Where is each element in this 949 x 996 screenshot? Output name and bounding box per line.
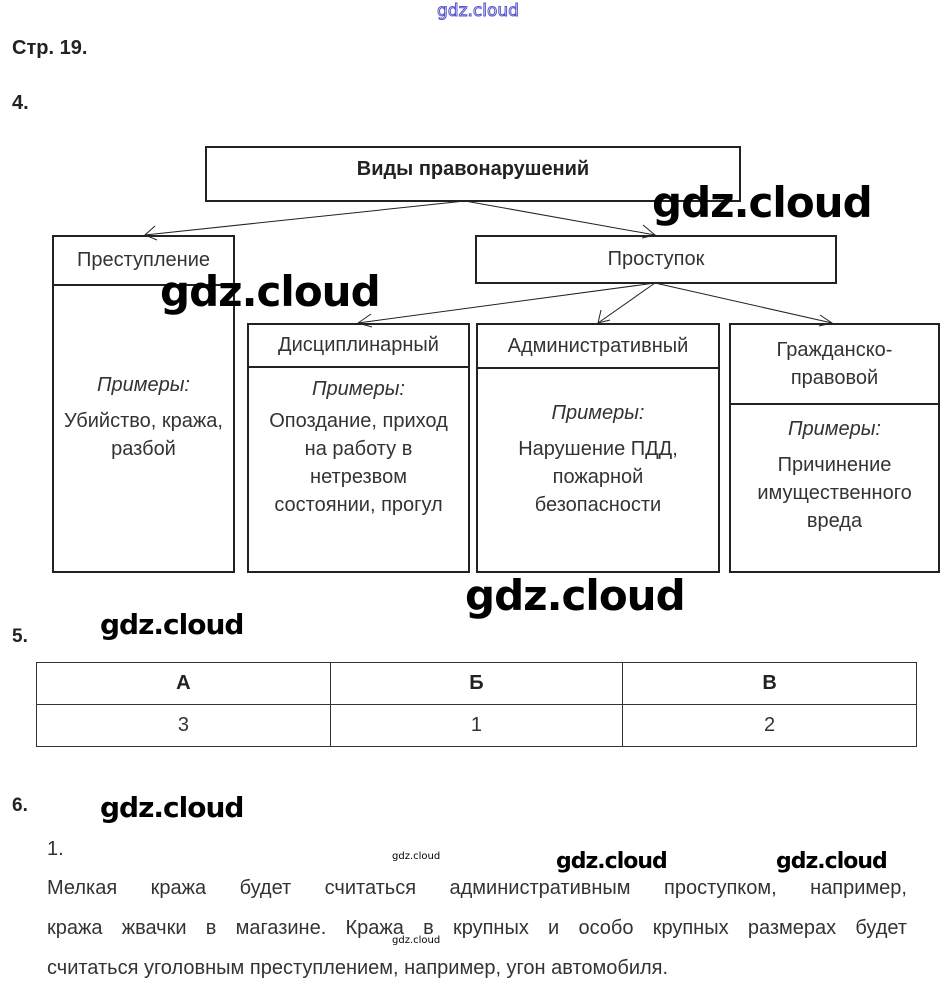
disciplinary-box: Дисциплинарный Примеры: Опоздание, прихо…	[247, 323, 470, 573]
watermark: gdz.cloud	[556, 849, 668, 874]
crime-title: Преступление	[77, 249, 210, 271]
watermark: gdz.cloud	[652, 178, 873, 227]
task-5-number: 5.	[12, 626, 28, 647]
examples-label: Примеры:	[312, 378, 405, 400]
offense-box: Проступок	[475, 235, 837, 284]
answer-line: считаться уголовным преступлением, напри…	[47, 957, 669, 979]
examples-label: Примеры:	[97, 374, 190, 396]
table-header-row: А Б В	[36, 662, 917, 705]
table-row: 3 1 2	[36, 704, 917, 747]
civil-box: Гражданско-правовой Примеры: Причинение …	[729, 323, 940, 573]
divider	[249, 366, 468, 368]
answer-table: А Б В 3 1 2	[36, 662, 917, 747]
examples-text: Опоздание, приход на работу в нетрезвом …	[269, 410, 448, 516]
civil-examples: Примеры: Причинение имущественного вреда	[731, 415, 938, 535]
civil-title: Гражданско-правовой	[776, 339, 893, 389]
table-cell: 1	[329, 704, 624, 747]
arrow-offense-to-disciplinary	[356, 282, 656, 328]
table-cell: 2	[622, 704, 917, 747]
examples-text: Причинение имущественного вреда	[757, 454, 912, 532]
administrative-title: Административный	[507, 334, 689, 357]
disciplinary-examples: Примеры: Опоздание, приход на работу в н…	[249, 375, 468, 519]
divider	[731, 403, 938, 405]
answer-line: кража жвачки в магазине. Кража в крупных…	[47, 917, 907, 939]
crime-box: Преступление Примеры: Убийство, кража, р…	[52, 235, 235, 573]
table-header-cell: В	[622, 662, 917, 705]
watermark: gdz.cloud	[392, 935, 441, 946]
table-cell: 3	[36, 704, 331, 747]
watermark: gdz.cloud	[465, 571, 686, 620]
examples-text: Нарушение ПДД, пожарной безопасности	[518, 438, 678, 516]
answer-line: Мелкая кража будет считаться администрат…	[47, 877, 907, 899]
watermark: gdz.cloud	[776, 849, 888, 874]
watermark: gdz.cloud	[392, 851, 441, 862]
watermark-top: gdz.cloud	[437, 1, 520, 22]
arrow-offense-to-civil	[654, 282, 834, 327]
divider	[54, 284, 233, 286]
examples-text: Убийство, кража, разбой	[64, 410, 223, 460]
table-header-cell: Б	[329, 662, 624, 705]
administrative-box: Административный Примеры: Нарушение ПДД,…	[476, 323, 720, 573]
table-header-cell: А	[36, 662, 331, 705]
watermark: gdz.cloud	[100, 791, 244, 824]
divider	[478, 367, 718, 369]
administrative-examples: Примеры: Нарушение ПДД, пожарной безопас…	[478, 399, 718, 519]
watermark: gdz.cloud	[100, 608, 244, 641]
disciplinary-title: Дисциплинарный	[278, 334, 439, 356]
crime-examples: Примеры: Убийство, кража, разбой	[54, 371, 233, 463]
examples-label: Примеры:	[788, 418, 881, 440]
watermark: gdz.cloud	[160, 267, 381, 316]
arrow-offense-to-administrative	[597, 282, 656, 324]
item-number: 1.	[47, 838, 64, 860]
examples-label: Примеры:	[551, 402, 645, 424]
arrow-root-to-offense	[464, 200, 657, 239]
root-box: Виды правонарушений	[205, 146, 741, 202]
page-label: Стр. 19.	[12, 37, 88, 59]
task-4-number: 4.	[12, 92, 29, 114]
task-6-number: 6.	[12, 795, 28, 816]
